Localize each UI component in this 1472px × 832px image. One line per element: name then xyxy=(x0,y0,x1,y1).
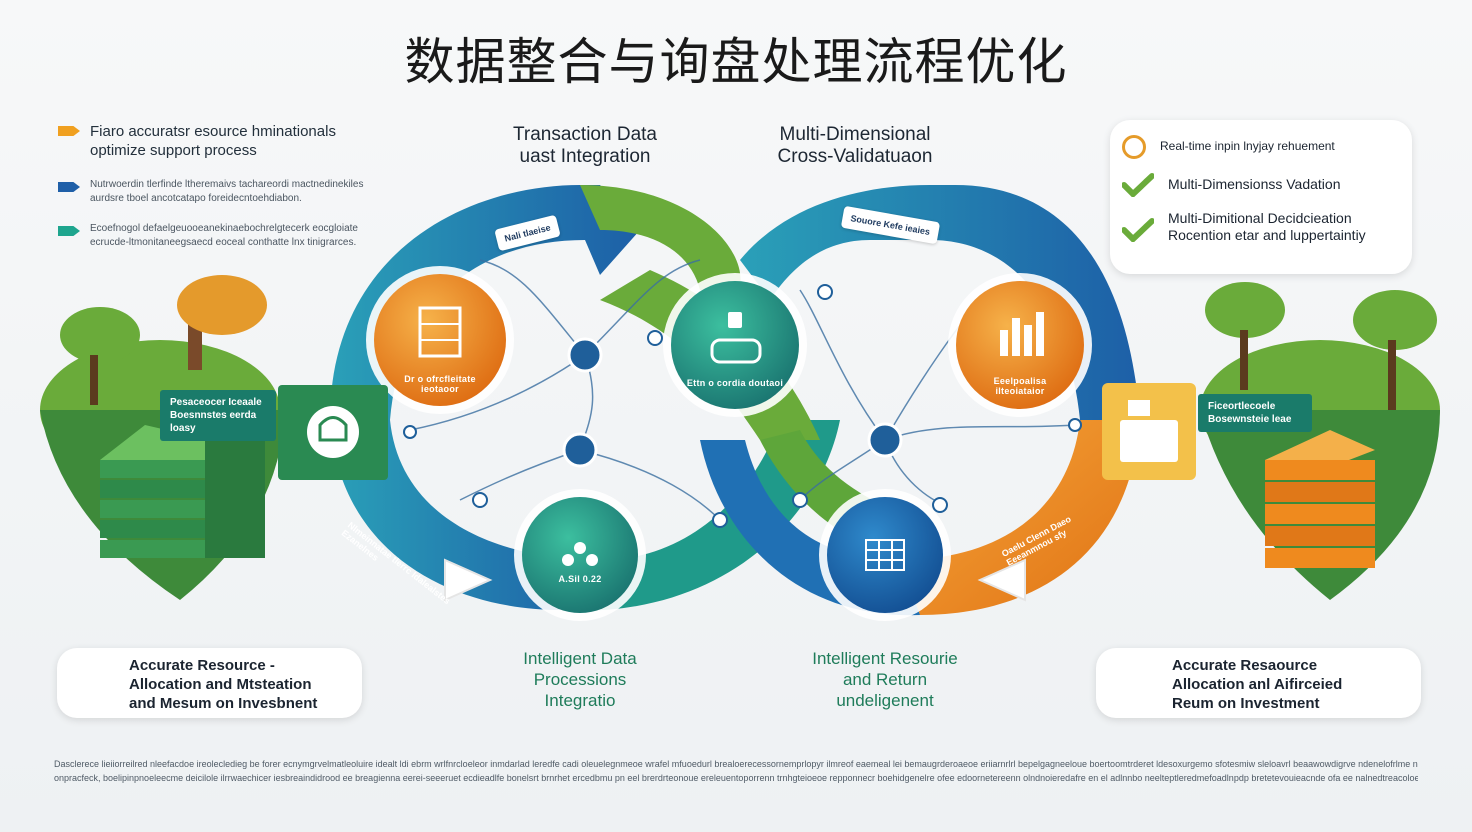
right-icon-box xyxy=(1102,383,1196,480)
clock-icon xyxy=(1122,135,1146,159)
right-side-label: Ficeortlecoele Bosewnsteie leae xyxy=(1198,394,1312,432)
network-hubs xyxy=(403,284,1082,528)
label-intelligent-resource: Intelligent Resourie and Return undelige… xyxy=(812,649,958,710)
features-card: Real-time inpin lnyjay rehuement Multi-D… xyxy=(1110,120,1412,274)
legend-item-3: Ecoefnogol defaelgeuooeanekinaebochrelgt… xyxy=(58,222,398,250)
node-label-orange-left: Dr o ofrcfleitate ieotaoor xyxy=(404,374,476,394)
legend-item-1: Fiaro accuratsr esource hminationals opt… xyxy=(58,122,398,160)
node-label-orange-right: Eeelpoalisa ilteoiataior xyxy=(993,376,1047,396)
left-side-label: Pesaceocer Iceaale Boesnnstes eerda loas… xyxy=(160,390,276,441)
node-orange-right xyxy=(948,273,1092,417)
node-teal-bottom xyxy=(514,489,646,621)
node-teal-center xyxy=(663,273,807,417)
node-label-teal-bottom: A.Sil 0.22 xyxy=(558,574,602,584)
feature-realtime: Real-time inpin lnyjay rehuement xyxy=(1122,135,1335,159)
feature-decision: Multi-Dimitional Decidcieation Rocention… xyxy=(1122,210,1404,244)
node-blue-bottom xyxy=(819,489,951,621)
label-intelligent-data: Intelligent Data Processions Integratio xyxy=(523,649,637,710)
bottom-right-card: Accurate Resaource Allocation anl Aifirc… xyxy=(1096,648,1421,718)
footer-text: Dasclerece lieiiorreilred nleefacdoe ire… xyxy=(54,759,1418,783)
arrow-head-left xyxy=(444,558,493,602)
check-icon xyxy=(1122,218,1154,242)
left-data-stack xyxy=(100,425,265,558)
legend-item-2: Nutrwoerdin tlerfinde ltheremaivs tachar… xyxy=(58,178,398,206)
arrow-icon xyxy=(58,182,80,192)
node-orange-left xyxy=(366,266,514,414)
arrow-icon xyxy=(58,226,80,236)
node-label-teal-center: Ettn o cordia doutaoi xyxy=(686,378,784,388)
left-icon-box xyxy=(278,385,388,480)
check-icon xyxy=(1122,173,1154,197)
right-data-stack xyxy=(1265,430,1375,568)
label-transaction-data: Transaction Data uast Integration xyxy=(513,124,657,167)
page-title: 数据整合与询盘处理流程优化 xyxy=(404,33,1068,91)
legend: Fiaro accuratsr esource hminationals opt… xyxy=(58,122,398,250)
arrow-head-right xyxy=(977,558,1026,602)
label-multi-dimensional: Multi-Dimensional Cross-Validatuaon xyxy=(777,124,933,167)
arrow-icon xyxy=(58,126,80,136)
feature-validation: Multi-Dimensionss Vadation xyxy=(1122,173,1340,197)
bottom-left-card: Accurate Resource - Allocation and Mtste… xyxy=(57,648,362,718)
